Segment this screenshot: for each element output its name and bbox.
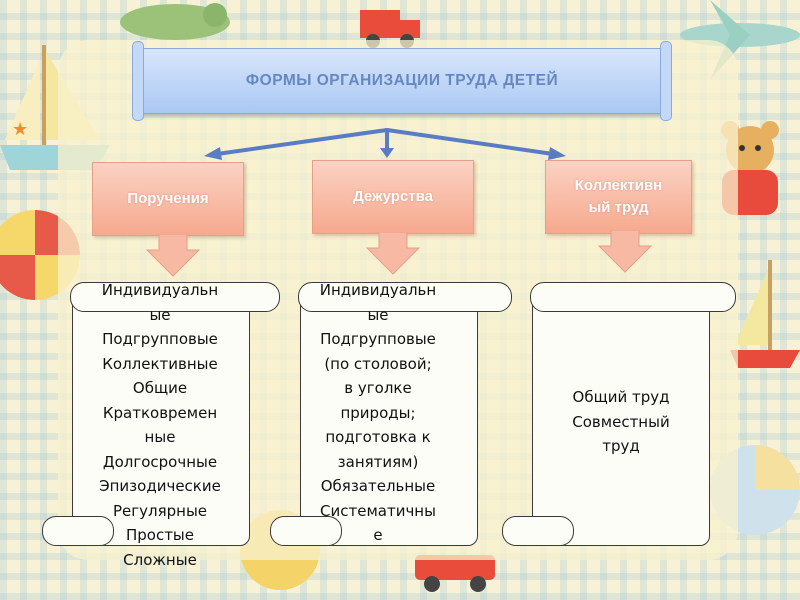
list-item: Обязательные — [320, 477, 436, 495]
list-item: труд — [602, 437, 640, 455]
list-item: е — [373, 526, 383, 544]
scroll-collective-work: Общий труд Совместный труд — [500, 280, 740, 570]
list-item: Общий труд — [572, 388, 670, 406]
scroll-curl-top — [530, 282, 736, 312]
down-arrow-left — [145, 234, 201, 277]
down-arrow-center — [365, 232, 421, 275]
list-item: Систематичны — [320, 501, 436, 520]
connector-left — [208, 128, 389, 157]
diagram-title: ФОРМЫ ОРГАНИЗАЦИИ ТРУДА ДЕТЕЙ — [245, 72, 559, 89]
sailboat-right-decoration — [730, 260, 800, 368]
scroll-text-collective-work: Общий труд Совместный труд — [532, 385, 710, 459]
connector-right-head — [548, 147, 566, 160]
category-box-assignments: Поручения — [92, 162, 244, 236]
scroll-curl-top — [70, 282, 280, 312]
connector-center-head — [380, 148, 394, 158]
scroll-curl-bottom — [42, 516, 114, 546]
category-box-collective-work: Коллективн ый труд — [545, 160, 692, 234]
scroll-curl-bottom — [502, 516, 574, 546]
list-item: Совместный — [572, 412, 670, 431]
svg-text:★: ★ — [12, 119, 28, 140]
list-item: Сложные — [123, 550, 197, 569]
down-arrow-right — [597, 230, 653, 273]
list-item: ные — [144, 428, 176, 446]
list-item: Эпизодические — [99, 477, 221, 495]
category-label: Поручения — [127, 190, 209, 207]
toy-car-decoration — [415, 555, 495, 592]
list-item: Коллективные — [102, 354, 218, 373]
title-banner: ФОРМЫ ОРГАНИЗАЦИИ ТРУДА ДЕТЕЙ — [132, 41, 672, 121]
list-item: Индивидуальн — [101, 281, 219, 299]
category-label: Дежурства — [352, 188, 433, 205]
scroll-curl-top — [298, 282, 512, 312]
green-dog-decoration — [120, 3, 230, 40]
connector-right — [385, 128, 562, 157]
list-item: Простые — [125, 526, 195, 544]
list-item: Подгрупповые — [320, 330, 436, 348]
list-item: подготовка к — [325, 428, 431, 446]
list-item: Подгрупповые — [102, 330, 218, 348]
list-item: природы; — [340, 403, 416, 422]
category-label: Коллективн ый труд — [574, 177, 663, 216]
scroll-text-assignments: Индивидуальн ые Подгрупповые Коллективны… — [40, 278, 280, 572]
list-item: занятиям) — [337, 452, 419, 471]
list-item: ые — [149, 305, 171, 324]
list-item: Кратковремен — [102, 403, 218, 422]
list-item: (по столовой; — [324, 354, 432, 373]
list-item: Общие — [132, 379, 188, 397]
list-item: Долгосрочные — [102, 452, 218, 471]
list-item: ые — [367, 305, 389, 324]
connector-left-head — [204, 147, 222, 160]
list-item: Индивидуальн — [319, 281, 437, 299]
list-item: в уголке — [344, 379, 412, 397]
scroll-text-duty: Индивидуальн ые Подгрупповые (по столово… — [268, 278, 488, 548]
category-box-duty: Дежурства — [312, 160, 474, 234]
scroll-curl-bottom — [270, 516, 342, 546]
scroll-assignments: Индивидуальн ые Подгрупповые Коллективны… — [40, 280, 280, 570]
list-item: Регулярные — [112, 501, 208, 520]
scroll-duty: Индивидуальн ые Подгрупповые (по столово… — [268, 280, 518, 570]
